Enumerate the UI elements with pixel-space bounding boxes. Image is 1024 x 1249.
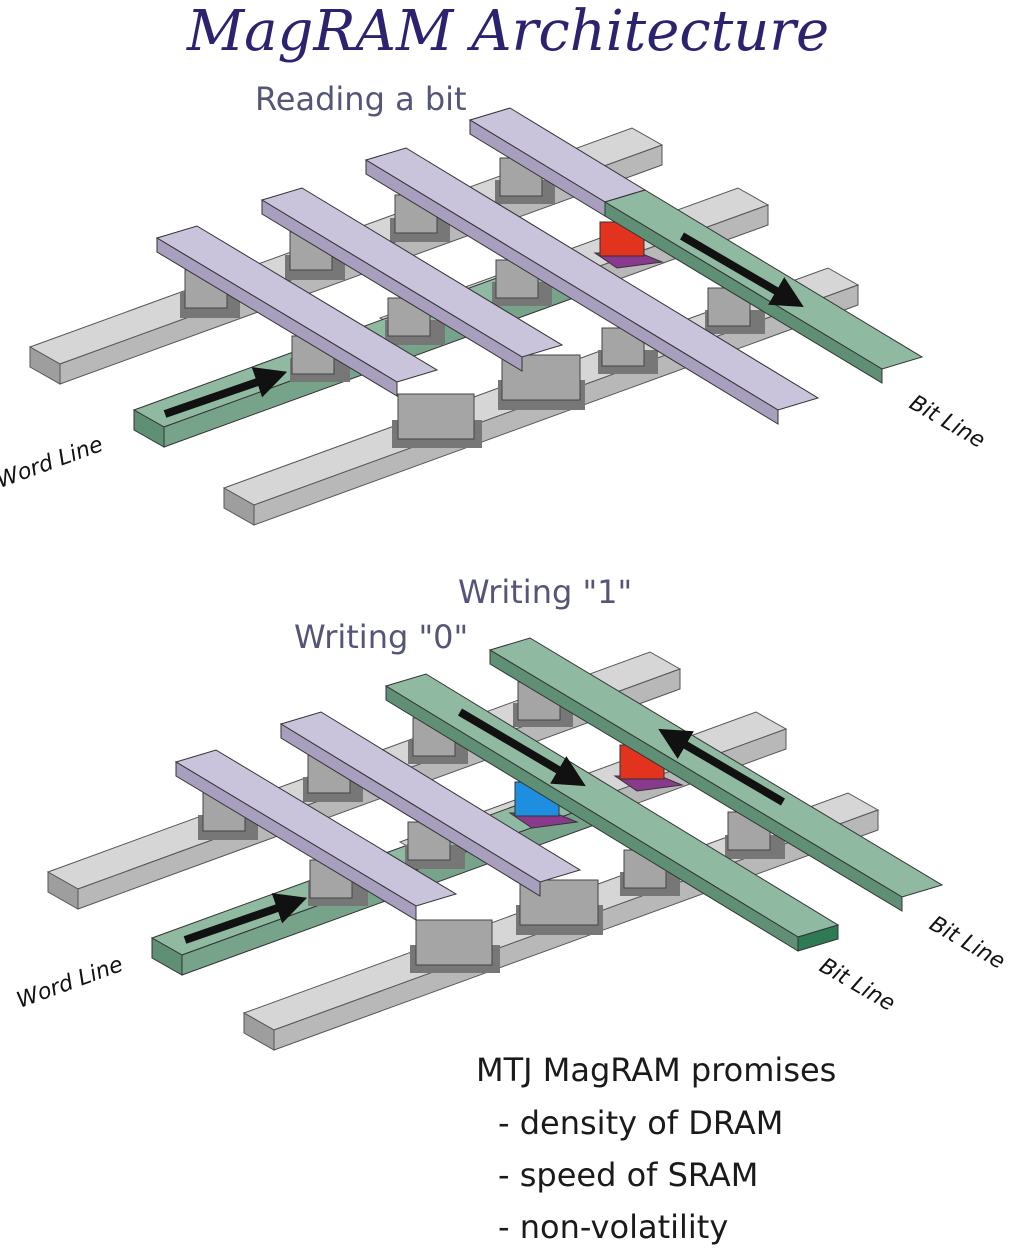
post bbox=[516, 879, 603, 935]
bit-line-1 bbox=[155, 225, 439, 397]
bit-line-label-zero: Bit Line bbox=[815, 954, 899, 1017]
bit-line-zero-current-arrow bbox=[457, 708, 586, 787]
bit-line-1 bbox=[174, 749, 458, 921]
promise-item: - speed of SRAM bbox=[498, 1156, 758, 1194]
post bbox=[498, 354, 585, 410]
post bbox=[410, 919, 500, 973]
writing-diagram: Writing "1" Writing "0" Word Line Bit Li… bbox=[14, 573, 1009, 1051]
bit-line-current-arrow bbox=[679, 232, 804, 308]
promise-item: - non-volatility bbox=[498, 1208, 728, 1246]
post bbox=[290, 335, 350, 382]
bit-line-label: Bit Line bbox=[905, 391, 989, 454]
word-line-current-arrow bbox=[183, 893, 308, 944]
word-line-label: Word Line bbox=[0, 432, 106, 493]
bit-line-one-current-arrow bbox=[658, 728, 786, 806]
bit-line-writing-one bbox=[488, 637, 944, 912]
promise-item: - density of DRAM bbox=[498, 1104, 783, 1142]
reading-caption: Reading a bit bbox=[255, 80, 467, 118]
reading-diagram: Reading a bit Word Line Bit Line bbox=[0, 80, 989, 526]
post bbox=[492, 259, 552, 306]
promises-heading: MTJ MagRAM promises bbox=[476, 1051, 836, 1089]
bit-line-label-one: Bit Line bbox=[925, 912, 1009, 975]
writing-one-caption: Writing "1" bbox=[458, 573, 632, 611]
post bbox=[598, 327, 658, 374]
post bbox=[392, 393, 482, 448]
writing-zero-caption: Writing "0" bbox=[294, 618, 468, 656]
bit-line-3 bbox=[364, 147, 820, 425]
bit-line-writing-zero bbox=[384, 673, 840, 952]
bit-line-2 bbox=[260, 187, 564, 372]
promises-list: MTJ MagRAM promises - density of DRAM - … bbox=[476, 1051, 836, 1246]
word-line-current-arrow bbox=[163, 367, 288, 418]
word-line-label: Word Line bbox=[14, 952, 127, 1013]
page-title: MagRAM Architecture bbox=[186, 0, 829, 64]
bit-line-2 bbox=[279, 711, 582, 897]
